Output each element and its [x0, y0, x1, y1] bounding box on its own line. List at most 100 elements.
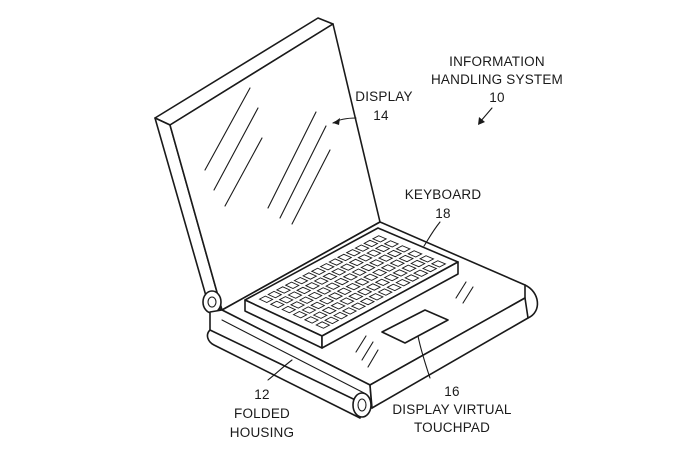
keyboard-key — [284, 281, 300, 290]
keyboard-key — [278, 296, 294, 304]
keyboard-key — [312, 311, 328, 319]
keyboard-key — [303, 316, 320, 324]
keyboard-key — [328, 258, 344, 266]
keyboard-key — [293, 276, 309, 285]
keyboard-key — [404, 274, 420, 282]
display-label: DISPLAY — [355, 89, 412, 104]
keyboard-key — [269, 300, 285, 309]
keyboard-key — [354, 244, 370, 252]
keyboard-key — [310, 267, 327, 275]
keyboard-key — [366, 249, 382, 257]
hinge — [202, 290, 222, 314]
keyboard-key — [407, 250, 423, 258]
keyboard-key — [430, 260, 447, 268]
keyboard-ref-number: 18 — [435, 206, 450, 221]
keyboard-key — [383, 274, 400, 282]
keyboard-key — [419, 255, 435, 263]
keyboard-key — [331, 268, 347, 276]
keyboard-key — [395, 245, 411, 253]
leader-lines — [267, 107, 493, 381]
touchpad-label-line2: TOUCHPAD — [414, 420, 490, 435]
keyboard-key — [380, 264, 397, 272]
keyboard-key — [310, 301, 326, 310]
keyboard-key — [342, 273, 359, 281]
keyboard-key — [386, 283, 402, 292]
display-ref-number: 14 — [373, 108, 389, 123]
keyboard-key — [363, 239, 379, 248]
keyboard-key — [410, 259, 426, 268]
keyboard-key — [287, 291, 303, 299]
housing-ref-number: 12 — [254, 387, 269, 402]
keyboard-key — [298, 296, 314, 304]
keyboard-key — [307, 291, 323, 300]
housing-label-line2: HOUSING — [230, 425, 294, 440]
keyboard-key — [292, 310, 308, 319]
keyboard-key — [371, 235, 388, 243]
keyboard-key — [386, 249, 403, 258]
keyboard-key — [421, 264, 438, 273]
keyboard-key — [389, 259, 406, 267]
keyboard-key — [413, 269, 429, 277]
keyboard-key — [398, 254, 414, 263]
keyboard-key — [315, 321, 331, 329]
keyboard-key — [369, 259, 385, 267]
system-label-line1: INFORMATION — [449, 54, 545, 69]
virtual-touchpad — [355, 281, 474, 368]
keyboard-key — [360, 263, 376, 272]
keyboard-key — [258, 295, 274, 304]
keyboard-key — [316, 287, 332, 295]
keyboard-key — [348, 258, 364, 267]
keyboard-key — [267, 290, 283, 299]
keyboard-key — [341, 307, 358, 315]
keyboard — [244, 227, 459, 349]
keyboard-keys — [258, 235, 447, 329]
keyboard-key — [325, 282, 341, 290]
touchpad-label-line1: DISPLAY VIRTUAL — [392, 402, 512, 417]
keyboard-key — [296, 286, 312, 295]
keyboard-key — [365, 283, 382, 291]
keyboard-key — [330, 302, 346, 310]
keyboard-key — [374, 244, 391, 253]
keyboard-key — [392, 269, 408, 277]
keyboard-key — [289, 301, 306, 309]
keyboard-key — [395, 279, 411, 287]
keyboard-key — [332, 311, 349, 320]
keyboard-key — [383, 240, 400, 248]
keyboard-key — [377, 254, 394, 262]
keyboard-key — [354, 278, 370, 286]
housing-label-line1: FOLDED — [234, 406, 290, 421]
keyboard-key — [322, 272, 338, 281]
display-glare-marks — [204, 87, 331, 225]
display-panel — [154, 17, 381, 311]
keyboard-key — [345, 249, 362, 257]
keyboard-key — [356, 287, 373, 296]
keyboard-key — [319, 263, 335, 271]
keyboard-key — [374, 278, 391, 286]
keyboard-key — [318, 296, 335, 305]
keyboard-key — [275, 286, 292, 294]
keyboard-key — [336, 253, 353, 262]
keyboard-key — [333, 277, 350, 286]
keyboard-label: KEYBOARD — [405, 187, 482, 202]
keyboard-key — [348, 292, 364, 301]
keyboard-key — [321, 306, 337, 315]
keyboard-key — [357, 254, 373, 262]
keyboard-key — [350, 302, 367, 310]
keyboard-key — [339, 263, 356, 271]
keyboard-key — [313, 277, 329, 285]
keyboard-key — [336, 287, 352, 296]
keyboard-key — [368, 293, 384, 301]
keyboard-key — [281, 305, 297, 314]
touchpad-ref-number: 16 — [444, 384, 459, 399]
keyboard-key — [301, 306, 317, 314]
keyboard-key — [302, 272, 318, 280]
keyboard-key — [324, 316, 340, 325]
system-label-line2: HANDLING SYSTEM — [431, 72, 563, 87]
keyboard-key — [363, 273, 379, 281]
keyboard-key — [327, 292, 344, 300]
keyboard-key — [377, 288, 393, 296]
keyboard-key — [401, 264, 417, 272]
system-ref-number: 10 — [489, 90, 504, 105]
keyboard-key — [345, 283, 361, 291]
